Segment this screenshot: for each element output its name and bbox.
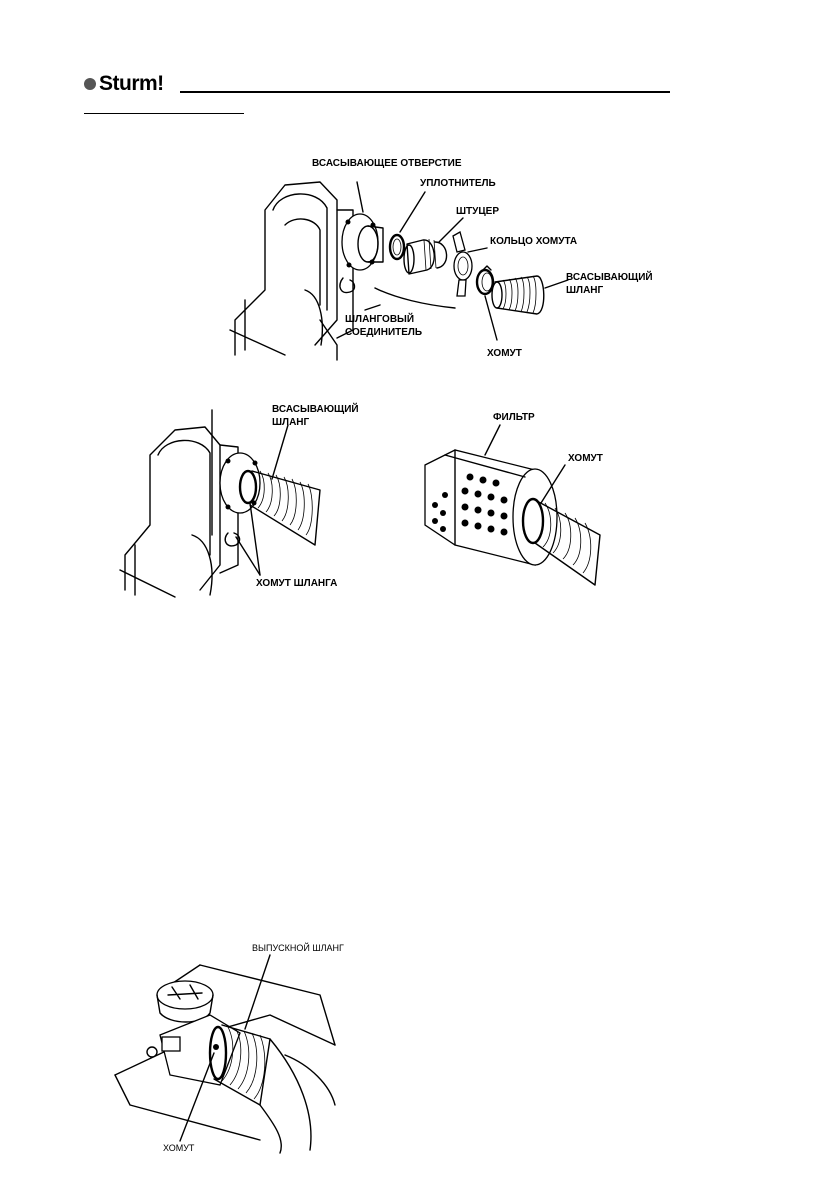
brand-name: Sturm! xyxy=(99,72,164,95)
header-rule xyxy=(180,91,670,93)
label-outlet-clamp: ХОМУТ xyxy=(163,1143,195,1153)
brand-logo: Sturm! xyxy=(84,72,164,96)
label-hose-connector-line1: ШЛАНГОВЫЙ xyxy=(345,314,415,325)
section-rule xyxy=(84,113,244,114)
label-installed-suction-hose-line2: ШЛАНГ xyxy=(272,417,310,428)
label-suction-hose-line1: ВСАСЫВАЮЩИЙ xyxy=(566,272,653,283)
label-installed-suction-hose-line1: ВСАСЫВАЮЩИЙ xyxy=(272,404,359,415)
label-filter: ФИЛЬТР xyxy=(493,412,535,423)
label-seal: УПЛОТНИТЕЛЬ xyxy=(420,178,496,189)
label-outlet-hose: ВЫПУСКНОЙ ШЛАНГ xyxy=(252,943,344,953)
label-suction-hose-line2: ШЛАНГ xyxy=(566,285,604,296)
label-suction-opening: ВСАСЫВАЮЩЕЕ ОТВЕРСТИЕ xyxy=(312,158,462,169)
filter-drawing xyxy=(424,424,601,586)
label-fitting: ШТУЦЕР xyxy=(456,206,500,217)
label-clamp-ring: КОЛЬЦО ХОМУТА xyxy=(490,236,578,247)
label-clamp: ХОМУТ xyxy=(487,348,522,359)
suction-assembly-drawing xyxy=(229,181,569,361)
label-hose-clamp: ХОМУТ ШЛАНГА xyxy=(256,578,338,589)
label-hose-connector-line2: СОЕДИНИТЕЛЬ xyxy=(345,327,423,338)
outlet-hose-drawing xyxy=(114,954,336,1154)
suction-hose-installed-drawing xyxy=(119,409,321,598)
label-filter-clamp: ХОМУТ xyxy=(568,453,603,464)
logo-dot-icon xyxy=(84,78,96,90)
